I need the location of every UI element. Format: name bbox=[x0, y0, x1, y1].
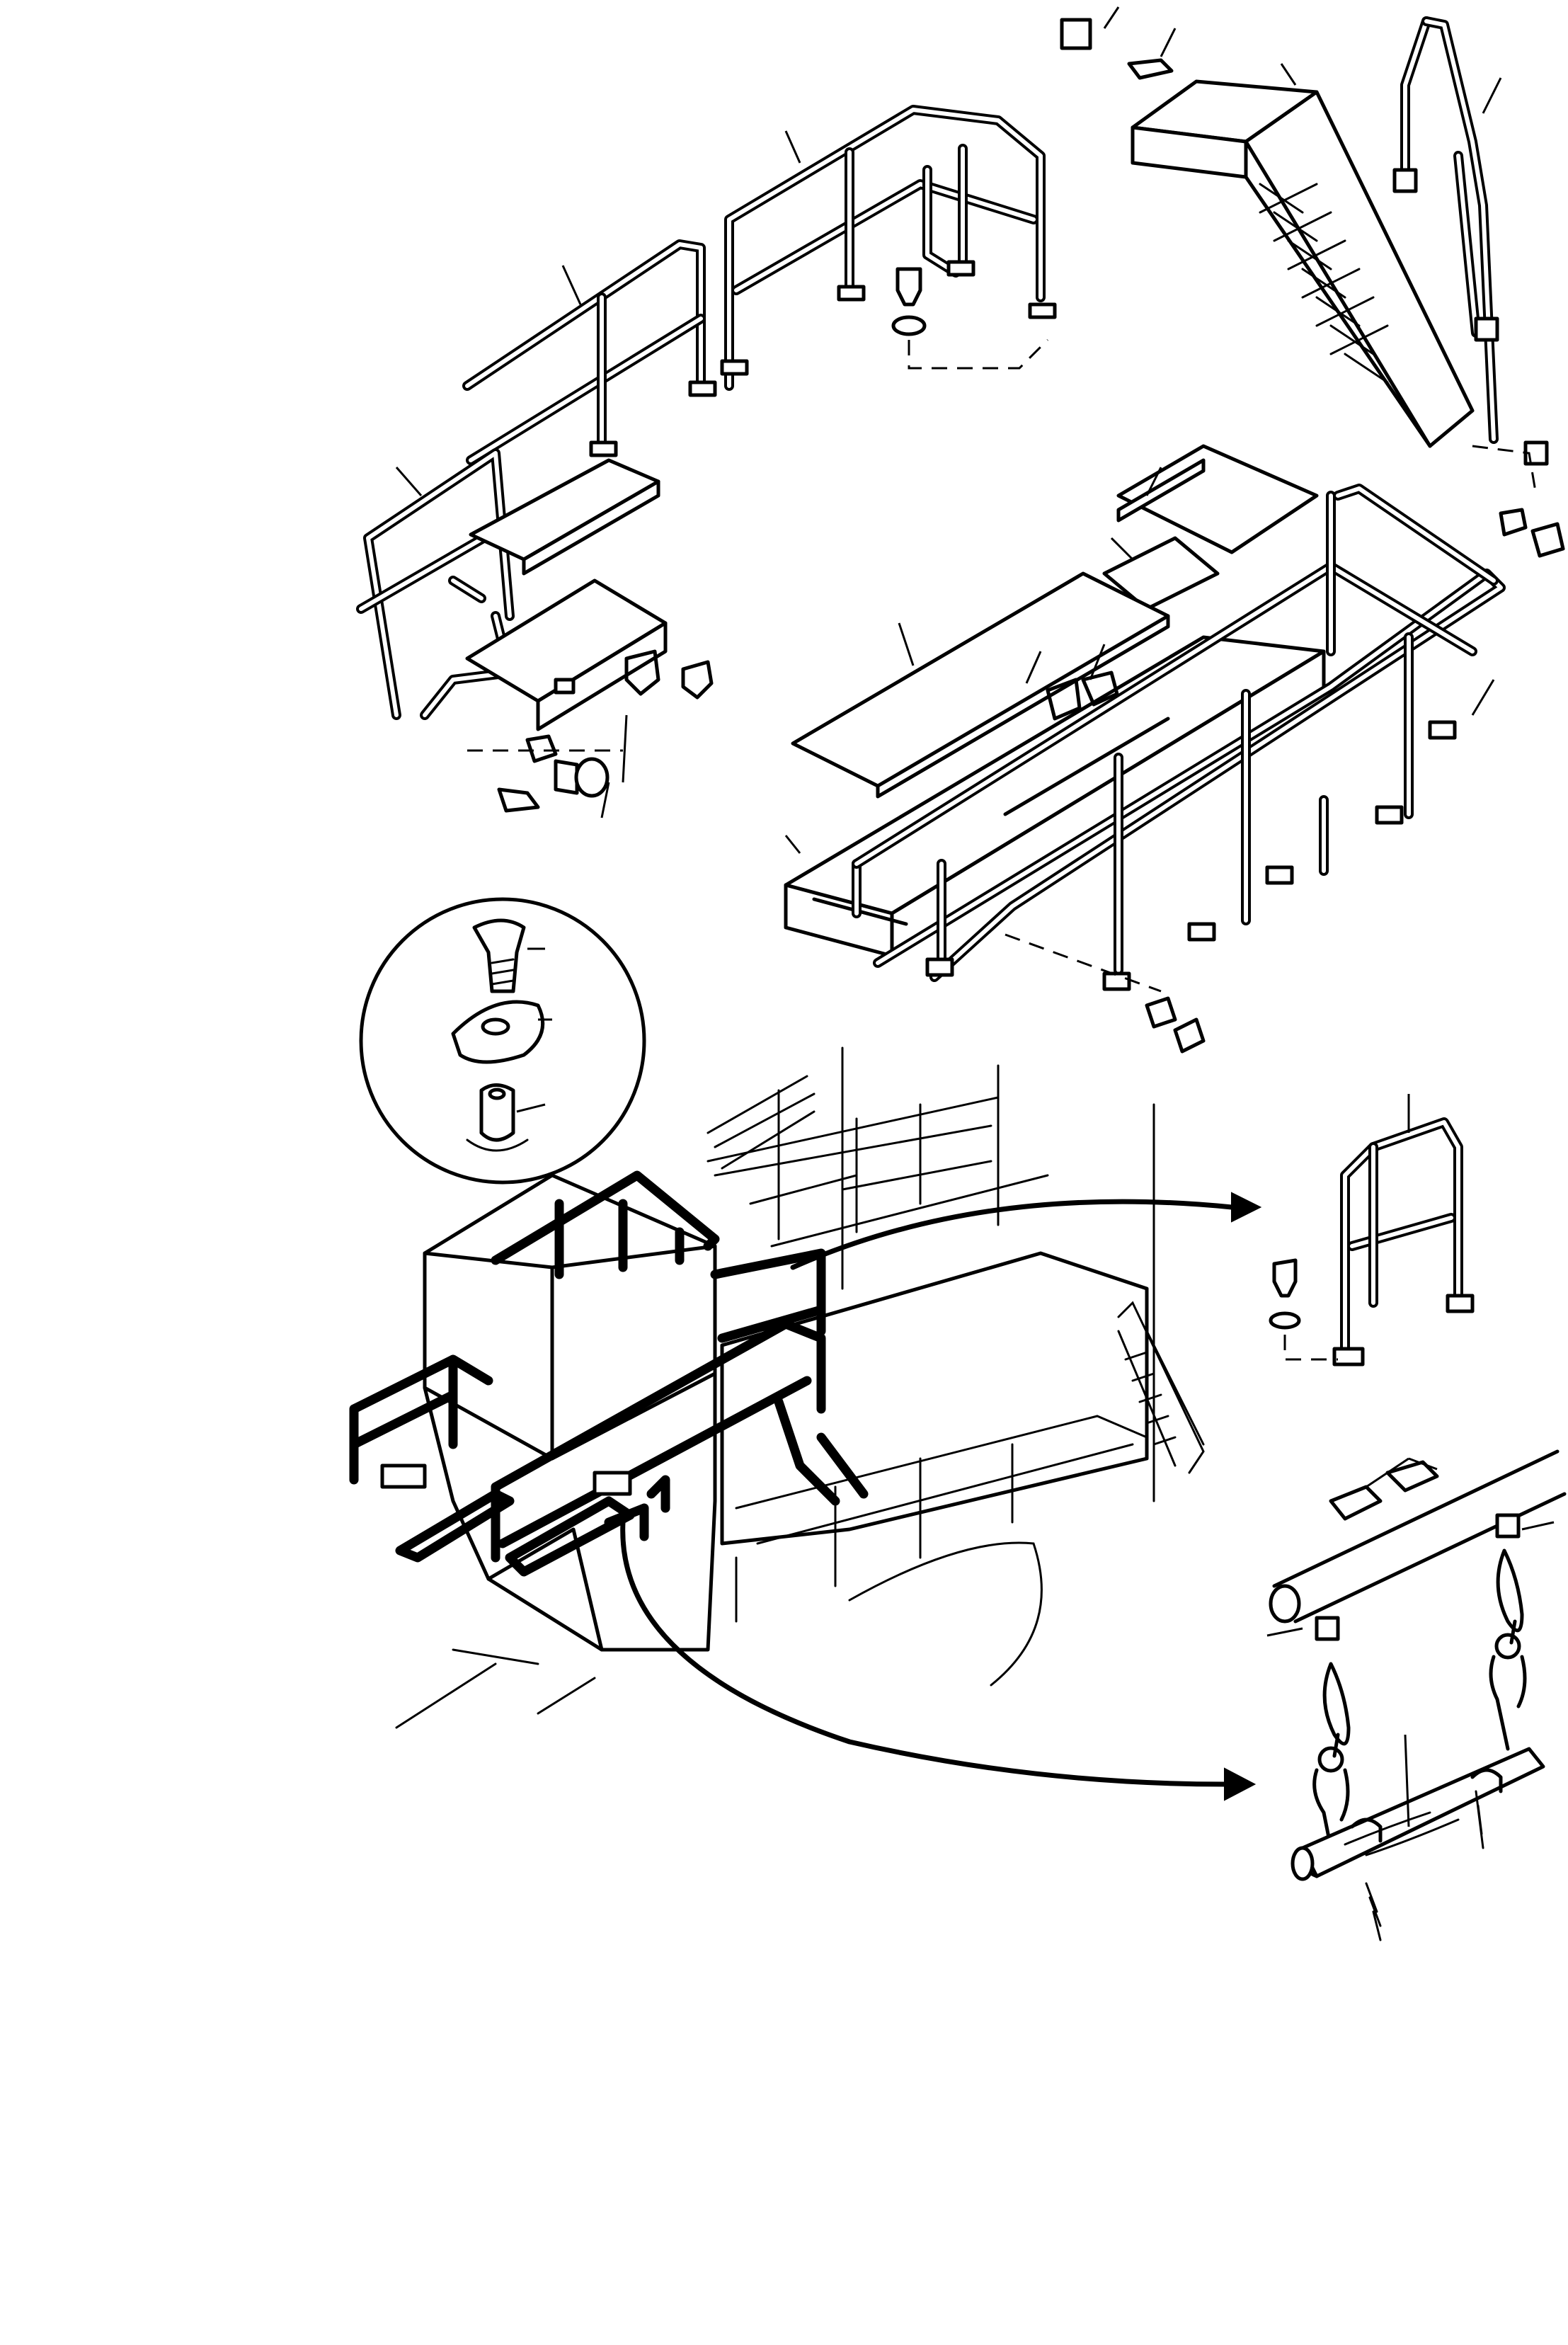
access-stair bbox=[1060, 6, 1565, 558]
left-platform bbox=[356, 448, 714, 818]
machine-overview bbox=[349, 1046, 1205, 1729]
rope-ladder bbox=[1266, 1449, 1567, 1941]
arrow-head-icon bbox=[1224, 1767, 1257, 1801]
callout-arrows bbox=[620, 1192, 1262, 1801]
fastener-detail bbox=[359, 897, 646, 1185]
right-walkway bbox=[784, 444, 1506, 1054]
upper-handrail bbox=[462, 105, 1057, 465]
short-handrail bbox=[1269, 1094, 1475, 1367]
arrow-head-icon bbox=[1231, 1192, 1262, 1223]
